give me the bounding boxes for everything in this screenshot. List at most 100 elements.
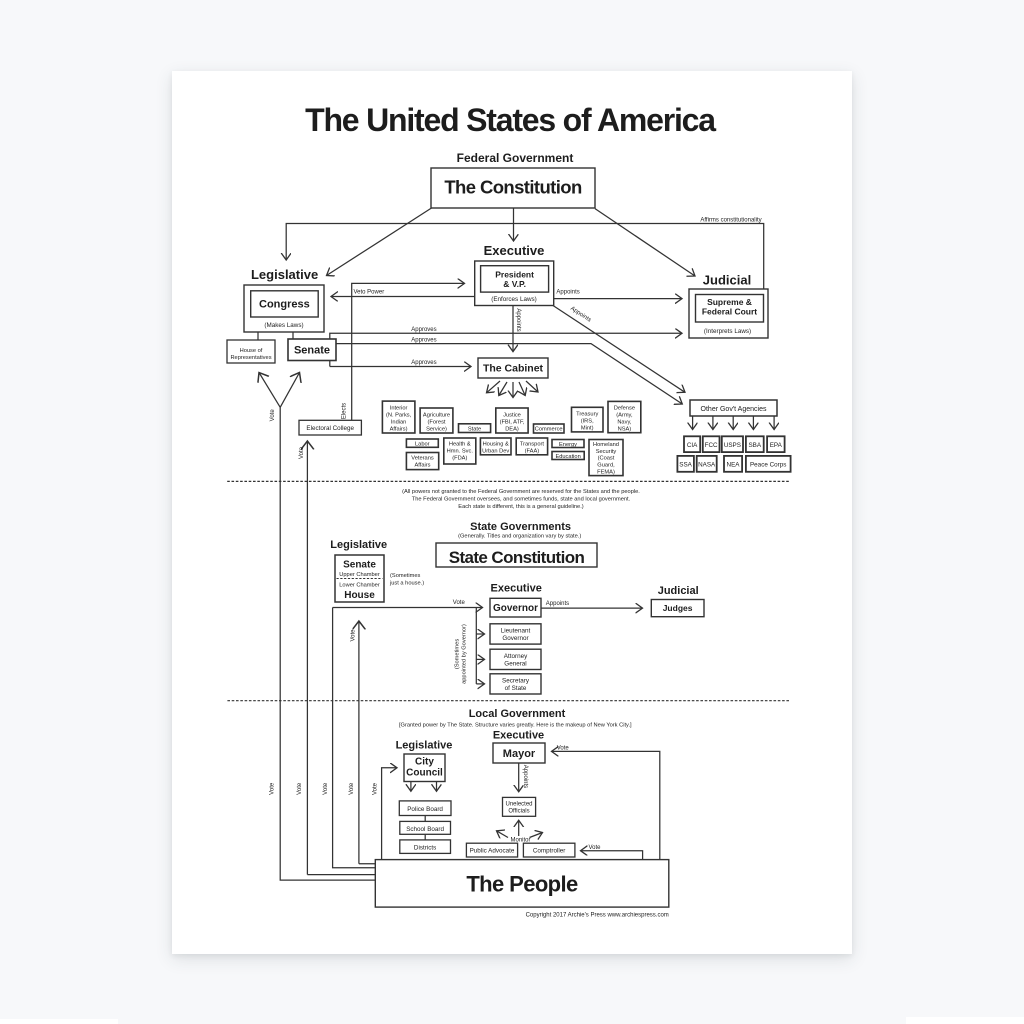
svg-text:Judicial: Judicial [703,273,751,288]
svg-text:Health &: Health & [449,442,471,448]
svg-text:EPA: EPA [770,442,783,449]
svg-text:The Cabinet: The Cabinet [483,363,544,375]
svg-text:(Sometimes: (Sometimes [390,573,420,579]
svg-text:Appoints: Appoints [546,601,569,607]
svg-text:Treasury: Treasury [576,412,598,418]
svg-text:(FAA): (FAA) [525,449,540,455]
svg-text:Senate: Senate [294,345,330,357]
svg-text:Mayor: Mayor [503,748,536,760]
svg-text:Approves: Approves [411,360,436,366]
svg-text:General: General [504,660,526,667]
svg-text:State Constitution: State Constitution [449,548,585,567]
svg-text:SSA: SSA [679,461,692,468]
svg-text:NEA: NEA [727,461,741,468]
svg-text:The People: The People [466,872,578,897]
svg-text:Comptroller: Comptroller [533,848,566,855]
svg-text:Urban Dev: Urban Dev [482,449,509,455]
svg-text:Indian: Indian [391,420,407,426]
svg-text:Education: Education [555,454,580,460]
svg-text:Executive: Executive [493,729,544,741]
svg-text:Supreme &: Supreme & [707,297,752,307]
svg-text:Veterans: Veterans [411,456,434,462]
svg-text:Vote: Vote [351,629,357,642]
svg-text:Transport: Transport [520,442,545,448]
svg-text:Council: Council [406,768,443,779]
svg-text:School Board: School Board [406,826,444,833]
svg-text:Vote: Vote [557,745,570,751]
svg-text:Labor: Labor [415,441,430,447]
svg-text:Other Gov't Agencies: Other Gov't Agencies [701,406,767,413]
svg-text:Security: Security [596,449,617,455]
svg-text:Representatives: Representatives [230,355,271,361]
svg-text:[Granted power by The State. S: [Granted power by The State. Structure v… [399,723,632,729]
svg-text:President: President [495,270,534,280]
svg-text:(FBI, ATF,: (FBI, ATF, [500,420,525,426]
svg-text:Appoints: Appoints [515,308,521,331]
svg-text:Legislative: Legislative [330,539,387,551]
svg-text:(All powers not granted to the: (All powers not granted to the Federal G… [402,489,640,495]
svg-text:(Army,: (Army, [616,413,633,419]
svg-text:Unelected: Unelected [505,802,532,808]
svg-text:City: City [415,757,434,768]
svg-text:Congress: Congress [259,299,310,311]
svg-text:(IRS,: (IRS, [581,419,594,425]
svg-text:Secretary: Secretary [502,678,530,685]
svg-text:State: State [468,427,481,433]
svg-text:Defense: Defense [614,406,635,412]
svg-text:Vote: Vote [270,409,276,422]
svg-text:Vote: Vote [589,845,602,851]
svg-text:Upper Chamber: Upper Chamber [339,572,380,578]
svg-text:Legislative: Legislative [396,740,453,752]
svg-text:Interior: Interior [390,406,408,412]
svg-text:Agriculture: Agriculture [423,413,450,419]
svg-text:Commerce: Commerce [535,427,563,433]
svg-text:Housing &: Housing & [483,442,509,448]
svg-text:Executive: Executive [484,243,545,258]
svg-text:Service): Service) [426,427,447,433]
svg-text:Elects: Elects [342,403,348,419]
svg-text:Justice: Justice [503,413,521,419]
svg-text:Vote: Vote [323,782,329,795]
svg-text:Vote: Vote [270,782,276,795]
svg-text:The Constitution: The Constitution [444,177,582,198]
svg-text:Vote: Vote [453,600,466,606]
svg-text:Approves: Approves [411,337,436,343]
svg-text:House: House [344,590,375,601]
svg-text:SBA: SBA [748,442,761,449]
svg-text:(Makes Laws): (Makes Laws) [264,322,303,329]
svg-text:Monitor: Monitor [510,838,530,844]
svg-text:Local Government: Local Government [469,708,566,720]
svg-text:Lower Chamber: Lower Chamber [339,583,380,589]
svg-text:Affirms constitutionality: Affirms constitutionality [700,218,761,224]
svg-text:Judicial: Judicial [658,585,699,597]
svg-text:Hmn. Svc.: Hmn. Svc. [447,449,474,455]
svg-text:Guard,: Guard, [597,463,615,469]
svg-text:of State: of State [505,685,527,692]
svg-text:Legislative: Legislative [251,267,318,282]
svg-text:Governor: Governor [493,603,538,614]
svg-text:just a house.): just a house.) [389,581,424,587]
svg-text:Police Board: Police Board [407,806,443,813]
svg-text:Vote: Vote [297,782,303,795]
svg-text:Senate: Senate [343,560,376,571]
svg-text:Appoints: Appoints [569,306,592,324]
svg-text:CIA: CIA [687,442,698,449]
svg-text:FEMA): FEMA) [597,470,615,476]
svg-text:(Enforces Laws): (Enforces Laws) [491,296,537,303]
svg-text:NASA: NASA [698,461,716,468]
svg-text:The United States of America: The United States of America [305,102,716,138]
svg-text:FCC: FCC [705,442,718,449]
svg-text:Affairs: Affairs [414,463,430,469]
svg-text:Electoral College: Electoral College [306,425,354,432]
svg-text:Affairs): Affairs) [390,427,408,433]
svg-text:Appoints: Appoints [556,290,579,296]
svg-text:(Coast: (Coast [598,456,615,462]
svg-text:DEA): DEA) [505,427,519,433]
svg-text:The Federal Government oversee: The Federal Government oversees, and som… [412,497,631,503]
svg-text:Officials: Officials [508,809,529,815]
svg-text:Districts: Districts [414,845,436,852]
svg-text:Vote: Vote [299,446,305,459]
svg-text:Federal Court: Federal Court [702,307,757,317]
svg-text:appointed by Governor): appointed by Governor) [462,624,468,684]
svg-text:Veto Power: Veto Power [354,290,385,296]
